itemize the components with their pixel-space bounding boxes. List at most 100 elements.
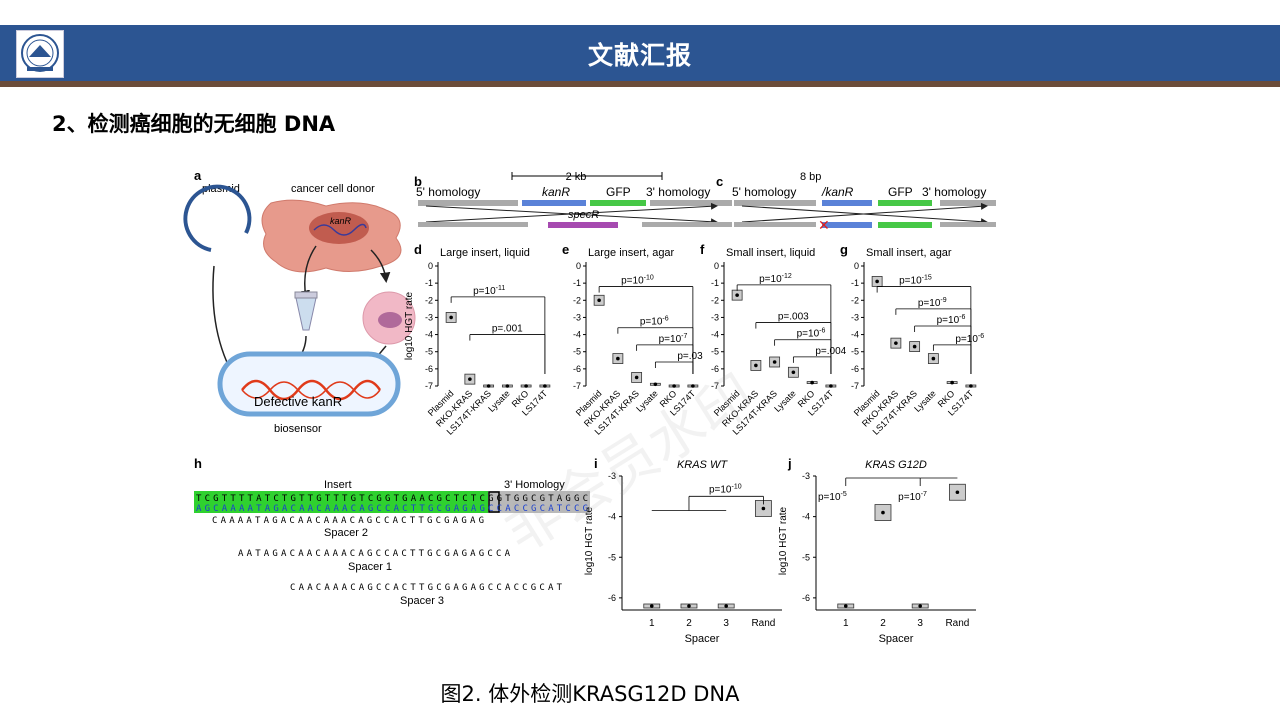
- panel-i-letter: i: [594, 456, 598, 471]
- p-value-label: p=10-10: [709, 483, 742, 495]
- category-label: 2: [686, 618, 692, 629]
- category-label: Lysate: [772, 388, 798, 414]
- panel-i-ylabel: log10 HGT rate: [584, 506, 595, 575]
- panel-b-spec: specR: [568, 209, 599, 221]
- panel-a-defective-label: Defective kanR: [254, 394, 342, 409]
- data-point: [829, 384, 833, 388]
- panel-c-kan: /kanR: [821, 185, 854, 199]
- tick-label: 0: [854, 261, 859, 271]
- tick-label: -5: [802, 552, 810, 562]
- data-point: [486, 384, 491, 388]
- plasmid-circle: [183, 184, 252, 252]
- p-value-label: p=.004: [815, 346, 846, 357]
- panel-c-homology3: 3' homology: [922, 185, 986, 199]
- spacer-2-label: Spacer 2: [324, 527, 368, 539]
- data-point: [687, 604, 691, 608]
- panel-f-letter: f: [700, 242, 705, 257]
- tick-label: -3: [608, 471, 616, 481]
- p-value-label: p=10-6: [640, 316, 669, 328]
- panel-a-letter: a: [194, 168, 202, 183]
- panel-h-letter: h: [194, 456, 202, 471]
- panel-j-xlabel: Spacer: [879, 633, 914, 645]
- data-point: [543, 384, 547, 388]
- tick-label: -3: [711, 312, 719, 322]
- data-point: [672, 384, 676, 388]
- tick-label: -4: [608, 512, 616, 522]
- tick-label: -6: [711, 364, 719, 374]
- data-point: [950, 380, 954, 385]
- spacer-3-seq: CAACAAACAGCCACTTGCGAGAGCCACCGCAT: [290, 583, 563, 593]
- p-value-label: p=10-15: [899, 275, 932, 287]
- mismatch-x-icon: ✕: [818, 217, 830, 233]
- p-value-label: p=10-5: [818, 491, 847, 503]
- panel-d-title: Large insert, liquid: [440, 247, 530, 259]
- data-point: [969, 384, 973, 388]
- panel-g-title: Small insert, agar: [866, 247, 952, 259]
- data-point: [653, 382, 658, 387]
- category-label: Lysate: [486, 388, 512, 414]
- tick-label: -7: [425, 381, 433, 391]
- panel-g-letter: g: [840, 242, 848, 257]
- panel-b: b 2 kb 5' homology kanR GFP 3' homology …: [414, 171, 732, 228]
- tick-label: -4: [802, 512, 810, 522]
- tick-label: 0: [714, 261, 719, 271]
- tick-label: -1: [425, 278, 433, 288]
- tick-label: -7: [711, 381, 719, 391]
- data-point: [761, 506, 766, 511]
- tick-label: -3: [851, 312, 859, 322]
- spacer-2-seq: CAAAATAGACAACAAACAGCCACTTGCGAGAG: [212, 516, 484, 526]
- data-point: [449, 315, 453, 320]
- category-label: 2: [880, 618, 886, 629]
- category-label: Rand: [945, 618, 969, 629]
- data-point: [724, 604, 728, 608]
- tick-label: -7: [851, 381, 859, 391]
- tick-label: -1: [851, 278, 859, 288]
- p-value-label: p=10-6: [955, 333, 984, 345]
- university-logo: [16, 30, 64, 78]
- panel-e-letter: e: [562, 242, 569, 257]
- p-value-label: p=10-10: [621, 275, 654, 287]
- data-point: [843, 604, 848, 608]
- spacer-3-label: Spacer 3: [400, 595, 444, 607]
- category-label: 3: [723, 618, 729, 629]
- p-value-label: p=.003: [778, 312, 809, 323]
- panel-h-insert-label: Insert: [324, 479, 352, 491]
- panel-d-letter: d: [414, 242, 422, 257]
- panel-b-gfp: GFP: [606, 185, 631, 199]
- tick-label: -6: [802, 593, 810, 603]
- tick-label: 0: [576, 261, 581, 271]
- panel-f-title: Small insert, liquid: [726, 247, 815, 259]
- panel-a-donor-label: cancer cell donor: [291, 183, 375, 195]
- panel-a-kan-label: kanR: [330, 216, 352, 226]
- section-title: 2、检测癌细胞的无细胞 DNA: [52, 112, 336, 136]
- panel-j-ylabel: log10 HGT rate: [778, 506, 789, 575]
- header-bar: [0, 25, 1280, 81]
- tick-label: -3: [573, 312, 581, 322]
- tick-label: -2: [851, 295, 859, 305]
- category-label: 3: [917, 618, 923, 629]
- panel-c-scale: 8 bp: [800, 171, 821, 183]
- panel-c: c 8 bp 5' homology /kanR GFP 3' homology…: [716, 171, 996, 233]
- panel-b-letter: b: [414, 174, 422, 189]
- tick-label: -4: [711, 330, 719, 340]
- header-title: 文献汇报: [587, 41, 692, 70]
- panel-c-gfp: GFP: [888, 185, 913, 199]
- tick-label: -2: [573, 295, 581, 305]
- header-divider: [0, 81, 1280, 87]
- tick-label: -4: [573, 330, 581, 340]
- data-point: [931, 356, 936, 361]
- data-point: [894, 341, 898, 345]
- spacer-1-label: Spacer 1: [348, 561, 392, 573]
- data-point: [772, 360, 777, 364]
- category-label: 1: [649, 618, 655, 629]
- tick-label: -6: [573, 364, 581, 374]
- figure-caption: 图2. 体外检测KRASG12D DNA: [440, 682, 740, 706]
- tick-label: -6: [851, 364, 859, 374]
- panel-i-xlabel: Spacer: [685, 633, 720, 645]
- data-point: [881, 510, 885, 515]
- tick-label: -4: [851, 330, 859, 340]
- panel-h-homology-label: 3' Homology: [504, 479, 565, 491]
